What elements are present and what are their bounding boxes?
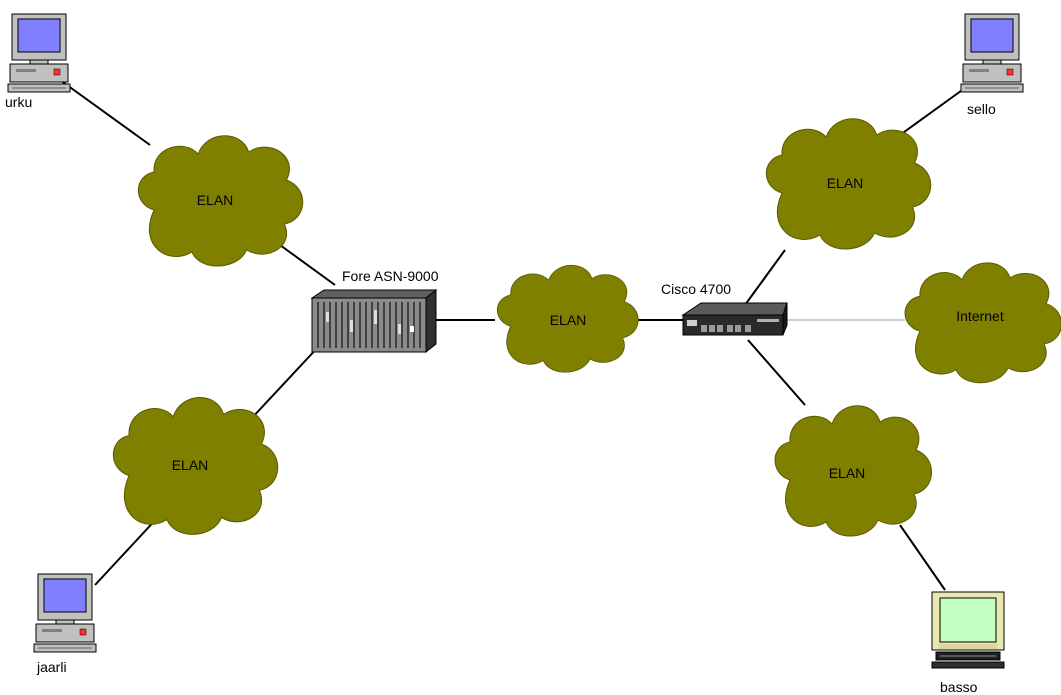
cloud-elan-upper-left-label: ELAN — [197, 192, 234, 208]
link-elan-jaarli — [94, 514, 161, 586]
link-cisco-elan-upper — [744, 249, 786, 306]
fore-switch-icon — [310, 288, 438, 354]
cloud-elan-center-label: ELAN — [550, 312, 587, 328]
computer-basso-icon — [931, 591, 1005, 669]
computer-jaarli-label: jaarli — [36, 659, 67, 675]
link-elan-basso — [899, 524, 946, 591]
computer-jaarli-icon — [33, 573, 97, 653]
computer-urku-icon — [7, 13, 71, 93]
cloud-elan-lower-left-label: ELAN — [172, 457, 209, 473]
link-fore-elan-lower — [249, 344, 321, 421]
link-elan-fore — [279, 244, 336, 286]
cisco-router-icon — [681, 302, 788, 336]
cisco-router-label: Cisco 4700 — [661, 281, 731, 297]
cloud-elan-upper-right-label: ELAN — [827, 175, 864, 191]
computer-sello-label: sello — [967, 101, 996, 117]
computer-sello-icon — [960, 13, 1024, 93]
computer-urku-label: urku — [5, 94, 32, 110]
link-urku-elan — [59, 79, 151, 146]
computer-basso-label: basso — [940, 679, 978, 695]
cloud-internet-label: Internet — [956, 308, 1004, 324]
link-elan-sello — [899, 87, 966, 136]
cloud-elan-lower-right-label: ELAN — [829, 465, 866, 481]
link-cisco-elan-lower — [747, 339, 806, 406]
fore-switch-label: Fore ASN-9000 — [342, 268, 439, 284]
